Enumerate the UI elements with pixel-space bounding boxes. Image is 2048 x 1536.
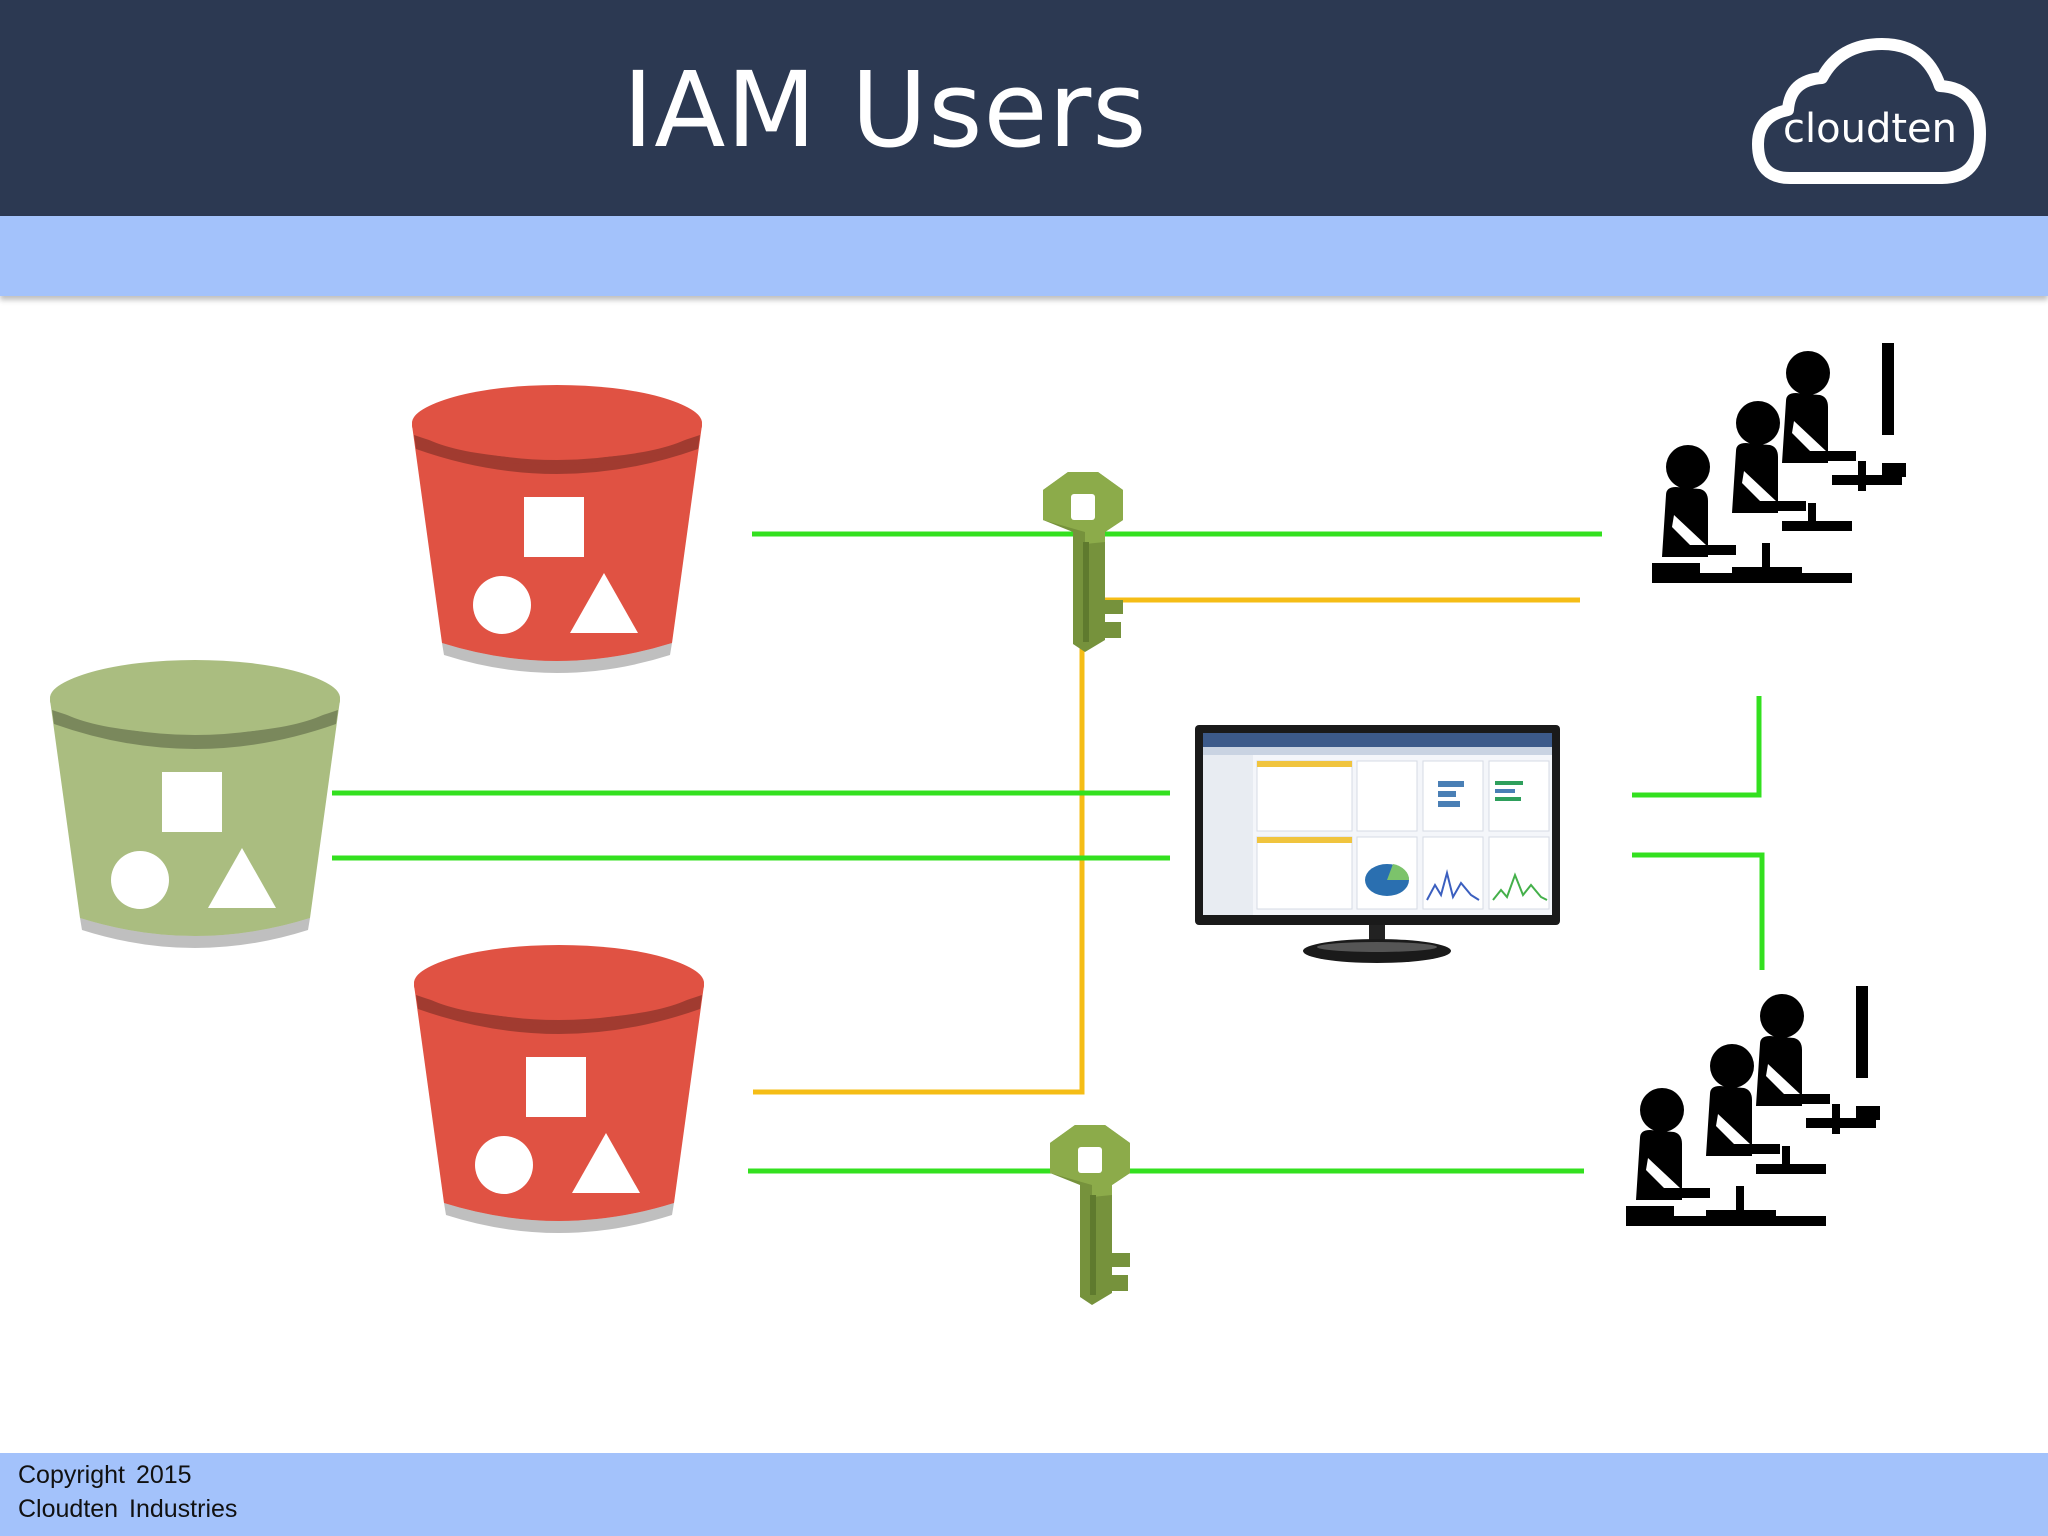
iam-key-icon (1050, 1125, 1130, 1305)
s3-bucket-icon (414, 945, 704, 1233)
company-text: Cloudten Industries (18, 1495, 238, 1523)
green-link (1632, 696, 1762, 798)
s3-bucket-icon (412, 385, 702, 673)
user-group-icon (1652, 343, 1906, 583)
logo-text: cloudten (1783, 106, 1957, 152)
accent-band (0, 216, 2048, 296)
cloudten-logo: cloudten (1750, 38, 1990, 188)
copyright-text: Copyright 2015 (18, 1461, 192, 1489)
title-bar: IAM Users cloudten (0, 0, 2048, 216)
cloud-logo-icon (1752, 38, 1986, 184)
monitor-icon (1195, 725, 1560, 963)
green-link (1632, 852, 1765, 970)
footer-bar: Copyright 2015 Cloudten Industries (0, 1453, 2048, 1536)
s3-bucket-icon (50, 660, 340, 948)
yellow-link (753, 597, 1580, 1095)
page-title: IAM Users (622, 49, 1148, 171)
user-group-icon (1626, 986, 1880, 1226)
connection-lines (332, 531, 1765, 1174)
iam-key-icon (1043, 472, 1123, 652)
iam-diagram (50, 0, 2048, 1305)
